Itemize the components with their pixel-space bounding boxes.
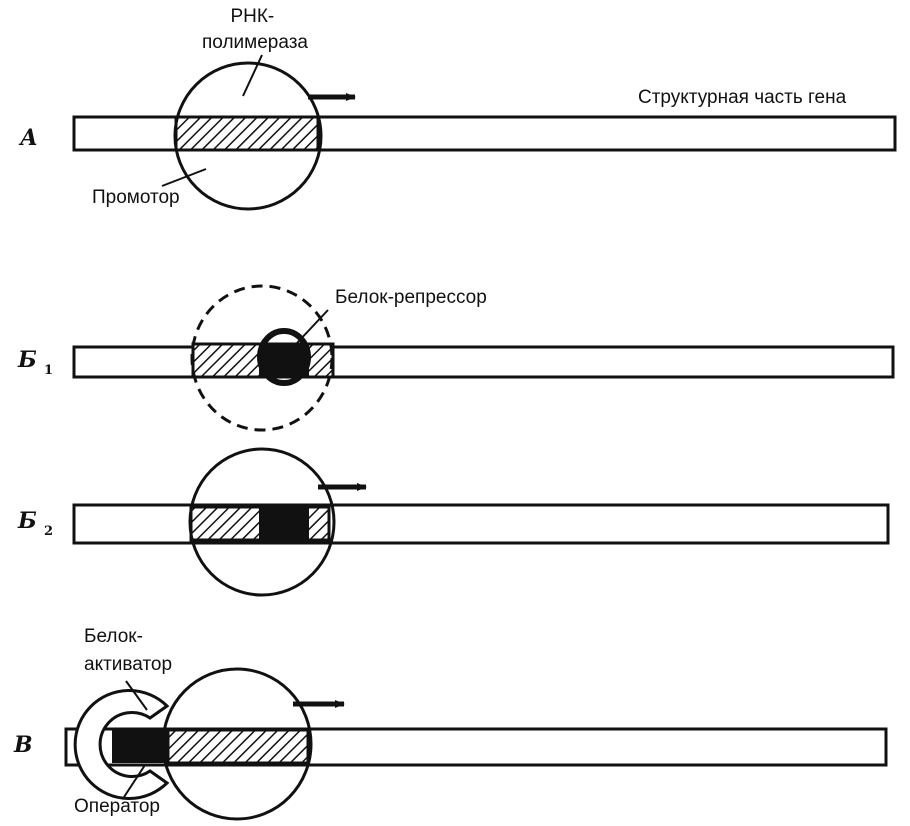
promoter-pointer: [161, 168, 207, 187]
promoter-region: [166, 728, 310, 765]
rna-polymerase-circle: [173, 61, 323, 211]
panel-a: А РНК- полимераза Структурная часть гена…: [18, 6, 897, 211]
panel-b2-subscript: 2: [44, 524, 53, 539]
rna-polymerase-circle: [188, 447, 336, 597]
panel-v-label: В: [13, 732, 33, 758]
rna-polymerase-blocked-circle: [190, 284, 334, 432]
rna-polymerase-pointer: [242, 54, 263, 97]
panel-b1-subscript: 1: [44, 363, 53, 378]
promoter-region: [174, 115, 320, 152]
repressor-label: Белок-репрессор: [335, 287, 487, 308]
panel-v: В Белок- активатор Оператор: [13, 626, 888, 821]
repressor-pointer: [296, 309, 329, 344]
panel-a-label: А: [18, 125, 38, 151]
activator-pointer: [125, 680, 148, 711]
rna-polymerase-circle: [161, 667, 313, 821]
panel-b2-label: Б: [17, 508, 37, 534]
activator-label: Белок- активатор: [84, 626, 172, 675]
operator-label: Оператор: [74, 796, 160, 817]
rna-polymerase-label: РНК- полимераза: [202, 6, 308, 53]
structural-part-label: Структурная часть гена: [638, 87, 847, 108]
operator-region: [259, 507, 309, 540]
operator-pointer: [123, 764, 146, 798]
panel-b1-label: Б: [17, 347, 37, 373]
promoter-label: Промотор: [92, 187, 180, 208]
activator-protein: [73, 689, 170, 800]
operator-region-overlay: [112, 730, 168, 763]
repressor-protein: [257, 328, 311, 386]
panel-b2: Б 2: [17, 447, 890, 597]
panel-b1: Б 1 Белок-репрессор: [17, 284, 895, 432]
